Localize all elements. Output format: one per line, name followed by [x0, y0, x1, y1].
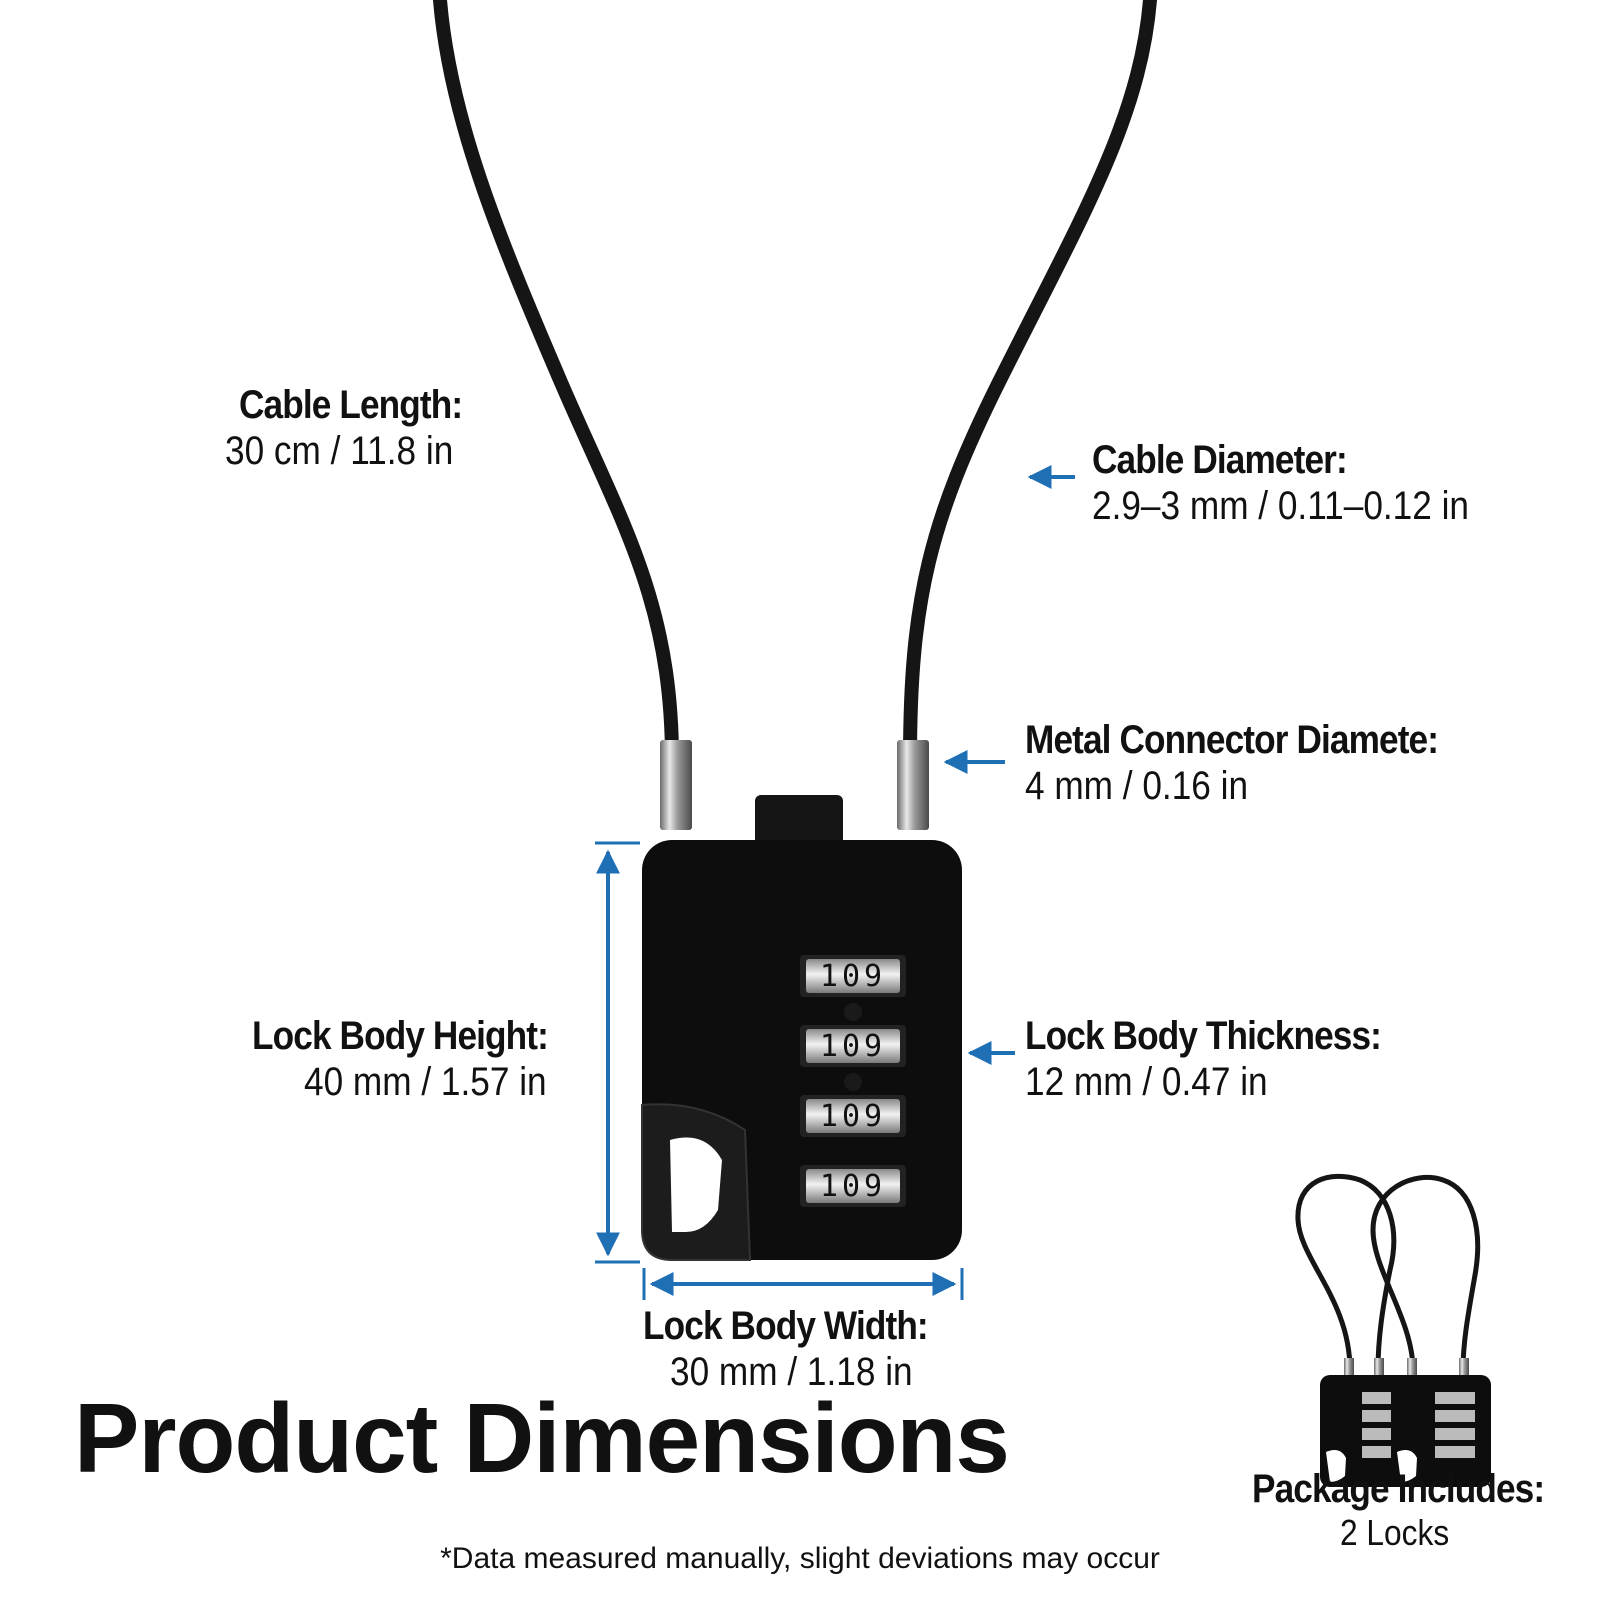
body-height-callout: Lock Body Height: 40 mm / 1.57 in — [252, 1013, 588, 1105]
body-height-label: Lock Body Height: — [252, 1014, 549, 1058]
cable-length-label: Cable Length: — [239, 383, 463, 427]
dial-4-digits: 109 — [820, 1169, 886, 1204]
cable-diameter-label: Cable Diameter: — [1092, 438, 1348, 482]
body-thickness-value: 12 mm / 0.47 in — [1025, 1060, 1268, 1104]
lock-release-button — [755, 795, 843, 850]
body-height-value: 40 mm / 1.57 in — [304, 1060, 547, 1104]
cable-diameter-value: 2.9–3 mm / 0.11–0.12 in — [1092, 484, 1470, 528]
body-thickness-label: Lock Body Thickness: — [1025, 1014, 1382, 1058]
cable-length-callout: Cable Length: 30 cm / 11.8 in — [225, 382, 493, 474]
connector-diameter-label: Metal Connector Diamete: — [1025, 718, 1439, 762]
package-label: Package Includes: — [1252, 1467, 1545, 1511]
dial-3-digits: 109 — [820, 1099, 886, 1134]
footnote: *Data measured manually, slight deviatio… — [440, 1542, 1160, 1575]
package-callout: Package Includes: 2 Locks — [1252, 1466, 1584, 1553]
page-title: Product Dimensions — [74, 1383, 1010, 1493]
body-width-label: Lock Body Width: — [643, 1304, 929, 1348]
metal-connector-right — [897, 740, 929, 830]
body-thickness-callout: Lock Body Thickness: 12 mm / 0.47 in — [1025, 1013, 1430, 1105]
body-width-value: 30 mm / 1.18 in — [670, 1350, 913, 1394]
package-lock-2 — [1370, 1174, 1491, 1487]
dial-1-digits: 109 — [820, 959, 886, 994]
dial-2-digits: 109 — [820, 1029, 886, 1064]
metal-connector-left — [660, 740, 692, 830]
cable-diameter-callout: Cable Diameter: 2.9–3 mm / 0.11–0.12 in — [1092, 437, 1520, 529]
package-value: 2 Locks — [1340, 1512, 1450, 1553]
cable-length-value: 30 cm / 11.8 in — [225, 429, 454, 473]
connector-diameter-callout: Metal Connector Diamete: 4 mm / 0.16 in — [1025, 717, 1494, 809]
keyring-hole — [670, 1137, 722, 1232]
combination-dials: 109 109 109 109 — [800, 955, 906, 1207]
body-width-callout: Lock Body Width: 30 mm / 1.18 in — [643, 1303, 967, 1395]
cable — [433, 0, 1157, 767]
connector-diameter-value: 4 mm / 0.16 in — [1025, 764, 1249, 808]
